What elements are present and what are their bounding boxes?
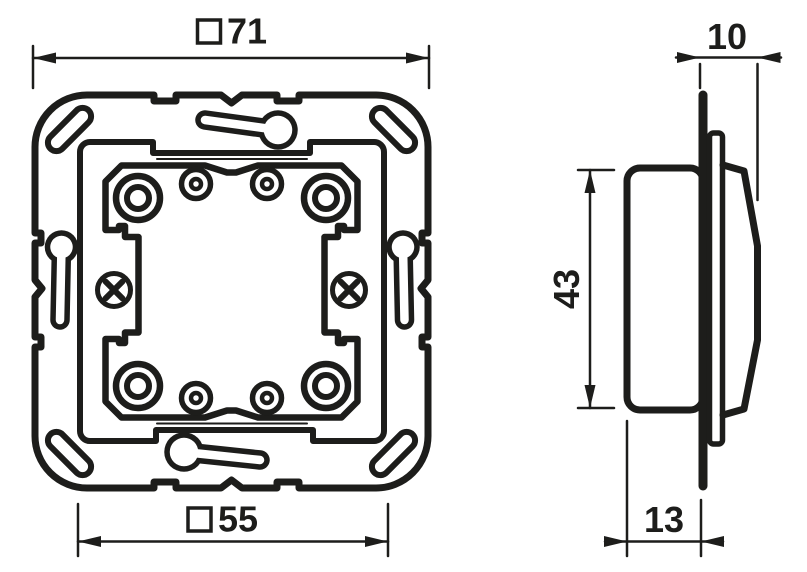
keyhole-slot-top [195, 110, 298, 150]
dimension-side-front-depth: 10 [674, 16, 783, 202]
arrowhead-icon [33, 52, 56, 64]
arrowhead-icon [584, 170, 596, 193]
corner-slot-bottom-right [368, 428, 419, 479]
dimension-value: 10 [707, 16, 747, 57]
dimension-side-rear-depth: 13 [603, 419, 725, 558]
insert-body-profile [623, 164, 707, 414]
square-symbol-icon [186, 506, 213, 533]
terminal-hole-bottom-left [178, 380, 214, 416]
dimension-value: 71 [227, 11, 267, 52]
fixing-screw-bottom-left [112, 360, 164, 412]
keyhole-slot-right [386, 230, 420, 330]
fixing-screw-top-left [112, 172, 164, 224]
dimension-value: 13 [644, 499, 684, 540]
dimension-front-outer-width: 71 [31, 11, 431, 90]
claw-screw-left [95, 271, 133, 309]
arrowhead-icon [677, 52, 700, 63]
dimension-front-inner-width: 55 [76, 499, 390, 558]
mounting-plate-outline [31, 91, 432, 492]
corner-slot-bottom-left [44, 428, 95, 479]
arrowhead-icon [584, 385, 596, 408]
corner-slot-top-left [44, 104, 95, 155]
front-view [31, 91, 432, 492]
claw-screw-right [330, 271, 368, 309]
terminal-hole-bottom-right [249, 380, 285, 416]
side-view [623, 90, 761, 491]
fixing-screw-top-right [300, 172, 352, 224]
keyhole-slot-left [44, 230, 79, 330]
dimensions: 71 55 10 43 [31, 11, 783, 558]
dimension-value: 55 [218, 499, 258, 540]
square-symbol-icon [195, 18, 223, 45]
terminal-hole-top-left [178, 166, 214, 202]
keyhole-slot-bottom [164, 432, 270, 472]
arrowhead-icon [365, 536, 388, 547]
terminal-hole-top-right [249, 166, 285, 202]
rocker-profile [719, 161, 761, 419]
dimension-side-height: 43 [546, 168, 616, 410]
dimension-value: 43 [546, 269, 587, 309]
fixing-screw-bottom-right [300, 360, 352, 412]
corner-slot-top-right [368, 104, 419, 155]
arrowhead-icon [604, 536, 627, 547]
support-frame-edge [706, 130, 726, 447]
arrowhead-icon [757, 52, 781, 63]
arrowhead-icon [406, 52, 429, 64]
switch-mechanism-outline [102, 162, 361, 421]
support-frame-outline [77, 139, 387, 444]
arrowhead-icon [78, 536, 101, 547]
arrowhead-icon [701, 536, 724, 547]
